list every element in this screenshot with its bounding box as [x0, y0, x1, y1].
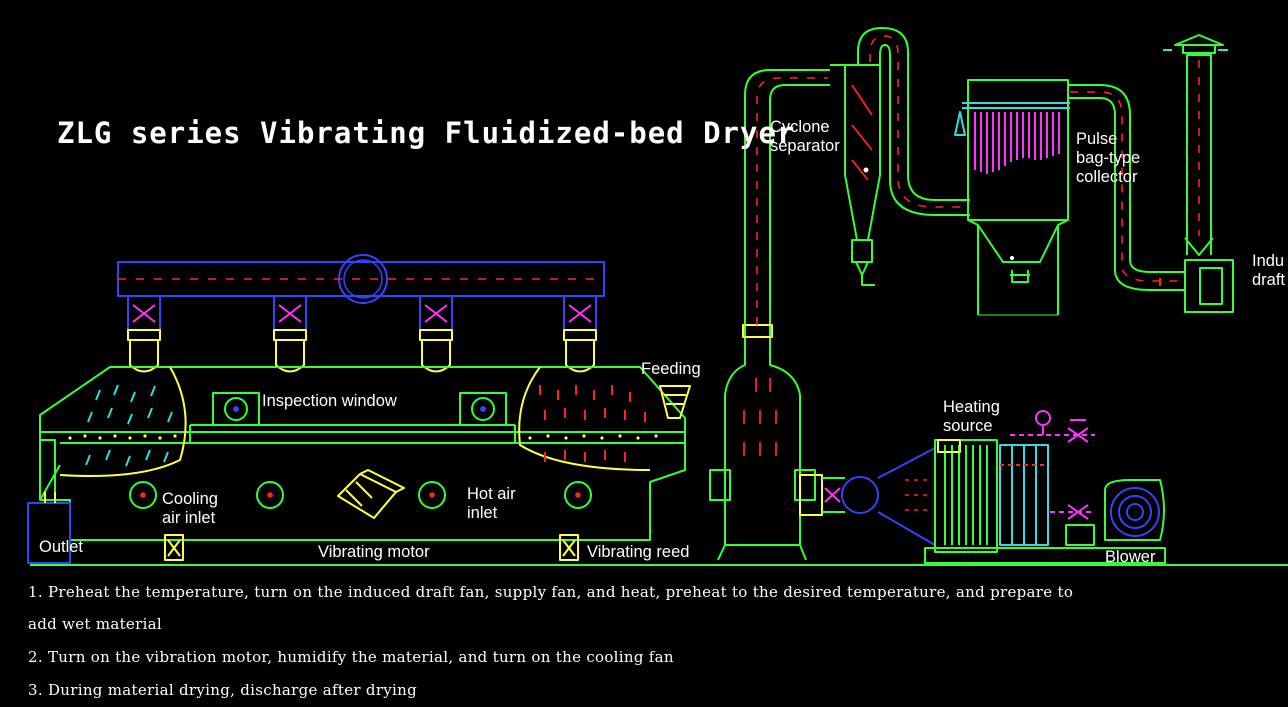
exhaust-duct [1068, 84, 1185, 291]
supports [164, 534, 579, 561]
feeding-label: Feeding [641, 360, 701, 378]
step-3: 3. During material drying, discharge aft… [28, 681, 418, 699]
heating-label-line2: source [943, 417, 993, 435]
heater-coil-cap [937, 439, 961, 453]
pulse-label-line2: bag-type [1076, 149, 1141, 167]
drop-pipe-2 [273, 296, 307, 373]
air-manifold [117, 254, 605, 304]
drop-pipe-1 [127, 296, 161, 373]
inspection-window-right [459, 392, 507, 426]
drop-pipe-3 [419, 296, 453, 373]
heating-source [934, 439, 998, 553]
collector-header [954, 102, 1070, 136]
pulse-label-line3: collector [1076, 168, 1138, 186]
feeding-hopper [659, 385, 691, 419]
riser-flow [756, 77, 828, 325]
hot-air-label-line1: Hot air [467, 485, 516, 503]
inspection-window-left [212, 392, 260, 426]
cooling-air-inlet-label: Cooling air inlet [162, 490, 218, 528]
induced-label-line2: draft [1252, 271, 1286, 289]
air-inlets [129, 481, 592, 509]
baffles [59, 366, 651, 477]
arch-duct [857, 27, 970, 216]
induced-draft-fan [1159, 259, 1234, 313]
cyclone-flow [851, 84, 873, 181]
filter-bags [974, 112, 1060, 174]
pulse-label-line1: Pulse [1076, 130, 1118, 148]
cyclone [830, 64, 881, 286]
heating-label-line1: Heating [943, 398, 1000, 416]
tower-flow [743, 378, 777, 456]
vibrating-reed-label: Vibrating reed [587, 543, 690, 561]
blower-label: Blower [1105, 548, 1156, 566]
riser-duct [742, 69, 830, 338]
blower-base [924, 547, 1166, 564]
connector-duct [799, 447, 936, 546]
vibrating-motor-shape [337, 469, 405, 519]
filter-housing [999, 444, 1049, 546]
step-1-line-2: add wet material [28, 615, 163, 633]
heating-source-label: Heating source [943, 398, 1000, 436]
induced-draft-label: Indu draft [1252, 252, 1285, 290]
collector-dot [1009, 255, 1015, 261]
bag-collector [967, 79, 1069, 316]
outlet-label: Outlet [39, 538, 84, 556]
step-2: 2. Turn on the vibration motor, humidify… [28, 648, 674, 666]
cyclone-separator-label: Cyclone separator [770, 118, 840, 156]
inspection-window-label: Inspection window [262, 392, 397, 410]
induced-label-line1: Indu [1252, 252, 1285, 270]
arch-flow [869, 35, 968, 208]
bed-particles [68, 434, 658, 440]
outlet-box [27, 492, 71, 564]
cyclone-label-line2: separator [770, 137, 840, 155]
diagram-title: ZLG series Vibrating Fluidized-bed Dryer [57, 116, 796, 150]
chimney [1163, 34, 1228, 256]
drop-pipe-4 [563, 296, 597, 373]
tower [709, 330, 816, 561]
cyclone-label-line1: Cyclone [770, 118, 830, 136]
steam-piping [1010, 410, 1095, 520]
material-particles-right [539, 385, 646, 462]
exhaust-flow [1070, 91, 1183, 282]
pulse-collector-label: Pulse bag-type collector [1076, 130, 1140, 187]
hot-air-inlet-label: Hot air inlet [467, 485, 516, 523]
drop-pipes [127, 296, 597, 373]
cooling-label-line1: Cooling [162, 490, 218, 508]
material-particles-left [85, 384, 173, 467]
heater-flow [905, 479, 930, 511]
blower-fan [1104, 479, 1165, 541]
trap-box [1065, 524, 1095, 546]
step-1-line-1: 1. Preheat the temperature, turn on the … [28, 583, 1074, 601]
collector-valve [1010, 270, 1030, 283]
vibrating-motor-label: Vibrating motor [318, 543, 430, 561]
hot-air-label-line2: inlet [467, 504, 498, 522]
cooling-label-line2: air inlet [162, 509, 216, 527]
